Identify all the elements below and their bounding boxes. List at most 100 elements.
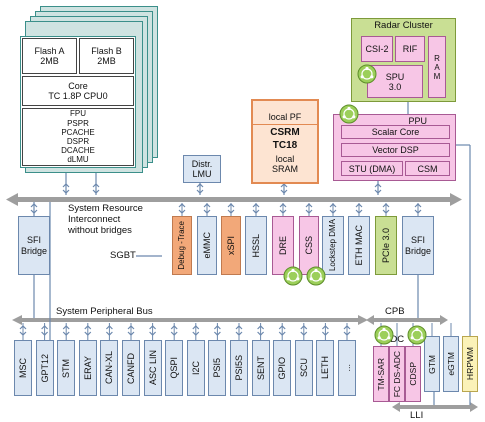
module-cdsp: CDSP xyxy=(405,346,421,402)
local-pf-sram: SRAM xyxy=(271,163,298,174)
module-label: FC DS-ADC xyxy=(392,350,402,398)
connector-chevron xyxy=(62,183,70,188)
peripheral-sent: SENT xyxy=(251,340,270,396)
flash-a-label: Flash A xyxy=(34,46,65,56)
ppu-scalar-label: Scalar Core xyxy=(371,127,420,137)
peripheral-label: LETH xyxy=(320,356,331,380)
peripheral-label: QSPI xyxy=(169,357,180,379)
peripheral-label: GPIO xyxy=(277,356,288,380)
connector-chevron xyxy=(92,183,100,188)
ppu-title: PPU xyxy=(408,116,427,126)
peripheral-msc: MSC xyxy=(14,340,32,396)
ppu-vector-label: Vector DSP xyxy=(372,145,419,155)
peripheral-label: CAN-XL xyxy=(104,351,115,385)
peripheral-label: I2C xyxy=(190,360,201,375)
sgbt-label: SGBT xyxy=(110,250,136,261)
module-label: HRPWM xyxy=(465,347,475,381)
sri-bus xyxy=(6,193,462,206)
sri-module-lockstep-dma-7: Lockstep DMA xyxy=(322,216,344,275)
flash-a: Flash A 2MB xyxy=(22,38,77,74)
peripheral-psi5s: PSI5S xyxy=(230,340,248,396)
connector-chevron xyxy=(280,183,288,188)
peripheral-canfd: CANFD xyxy=(122,340,140,396)
security-network-icon xyxy=(339,104,359,124)
unit-dlmu: dLMU xyxy=(67,155,89,165)
sri-module-eth-mac-8: ETH MAC xyxy=(348,216,370,275)
peripheral-qspi: QSPI xyxy=(165,340,184,396)
sri-module-label: PCIe 3.0 xyxy=(381,227,391,264)
cpb-bus xyxy=(366,315,448,325)
sri-label-line2: Interconnect xyxy=(68,214,121,225)
module-tm-sar: TM-SAR xyxy=(373,346,389,402)
sri-module-label: eMMC xyxy=(202,232,212,259)
peripheral-label: ASC LIN xyxy=(147,350,158,386)
local-pf-csrm: CSRM xyxy=(270,126,300,138)
sri-module-sfi-bridge-0: SFI Bridge xyxy=(18,216,50,275)
security-network-icon xyxy=(357,64,377,84)
connector-chevron xyxy=(280,189,288,194)
sri-module-dre-5: DRE xyxy=(272,216,294,275)
peripheral-gpio: GPIO xyxy=(273,340,292,396)
core-name: TC 1.8P CPU0 xyxy=(48,91,108,101)
peripheral-label: MSC xyxy=(18,358,28,378)
ppu-vector: Vector DSP xyxy=(341,143,450,157)
radar-rif-label: RIF xyxy=(402,44,418,54)
sri-module-emmc-2: eMMC xyxy=(197,216,217,275)
peripheral-label: PSI5 xyxy=(212,358,223,378)
radar-csi2-label: CSI-2 xyxy=(365,44,389,54)
sri-module-label: Lockstep DMA xyxy=(328,219,337,272)
radar-csi2: CSI-2 xyxy=(361,36,393,62)
sri-module-pcie-3-0-9: PCIe 3.0 xyxy=(375,216,397,275)
ppu-stu-label: STU (DMA) xyxy=(348,163,396,174)
connector-chevron xyxy=(196,189,204,194)
radar-title: Radar Cluster xyxy=(374,20,433,31)
peripheral-label: CANFD xyxy=(126,352,136,384)
sri-label-line3: without bridges xyxy=(68,225,132,236)
flash-b: Flash B 2MB xyxy=(79,38,134,74)
peripheral-scu: SCU xyxy=(294,340,313,396)
peripheral-more: ... xyxy=(338,340,356,396)
spb-label: System Peripheral Bus xyxy=(56,306,153,317)
module-egtm: eGTM xyxy=(443,336,459,392)
unit-fpu: FPU xyxy=(70,109,86,119)
radar-spu-label: SPU xyxy=(385,71,405,82)
peripheral-label: SCU xyxy=(298,358,309,378)
sri-module-debug-trace-1: Debug -Trace xyxy=(172,216,192,275)
module-hrpwm: HRPWM xyxy=(462,336,478,392)
lli-label: LLI xyxy=(410,410,424,421)
core-block: Core TC 1.8P CPU0 xyxy=(22,76,134,106)
peripheral-leth: LETH xyxy=(316,340,335,396)
local-pf-tc18: TC18 xyxy=(272,139,298,151)
module-label: eGTM xyxy=(446,352,456,376)
sri-module-label: xSPI xyxy=(226,235,236,255)
adc-label: ADC xyxy=(384,334,405,345)
peripheral-label: ... xyxy=(342,364,352,372)
security-network-icon xyxy=(407,325,427,345)
flash-b-label: Flash B xyxy=(91,46,122,56)
peripheral-asc-lin: ASC LIN xyxy=(143,340,162,396)
peripheral-label: GPT12 xyxy=(39,353,50,383)
radar-spu-version: 3.0 xyxy=(388,81,402,92)
ppu-scalar: Scalar Core xyxy=(341,125,450,139)
security-network-icon xyxy=(374,325,394,345)
peripheral-label: PSI5S xyxy=(234,355,244,381)
module-fc-ds-adc: FC DS-ADC xyxy=(389,346,405,402)
unit-pspr: PSPR xyxy=(67,118,89,128)
radar-ram-label: R A M xyxy=(433,53,441,81)
local-pf-title: local PF xyxy=(253,110,317,125)
radar-ram: R A M xyxy=(428,36,446,98)
flash-b-size: 2MB xyxy=(97,56,116,66)
local-pf: local PF CSRM TC18 local SRAM xyxy=(251,99,319,184)
security-network-icon xyxy=(306,266,326,286)
cpb-label: CPB xyxy=(385,306,405,317)
connector-chevron xyxy=(62,189,70,194)
peripheral-label: STM xyxy=(61,358,72,378)
ppu-stu: STU (DMA) xyxy=(341,161,403,176)
module-label: GTM xyxy=(427,354,437,374)
sri-module-label: Debug -Trace xyxy=(177,221,186,270)
sri-module-label: CSS xyxy=(304,236,314,255)
peripheral-gpt12: GPT12 xyxy=(35,340,54,396)
unit-dspr: DSPR xyxy=(66,137,90,146)
peripheral-can-xl: CAN-XL xyxy=(100,340,119,396)
